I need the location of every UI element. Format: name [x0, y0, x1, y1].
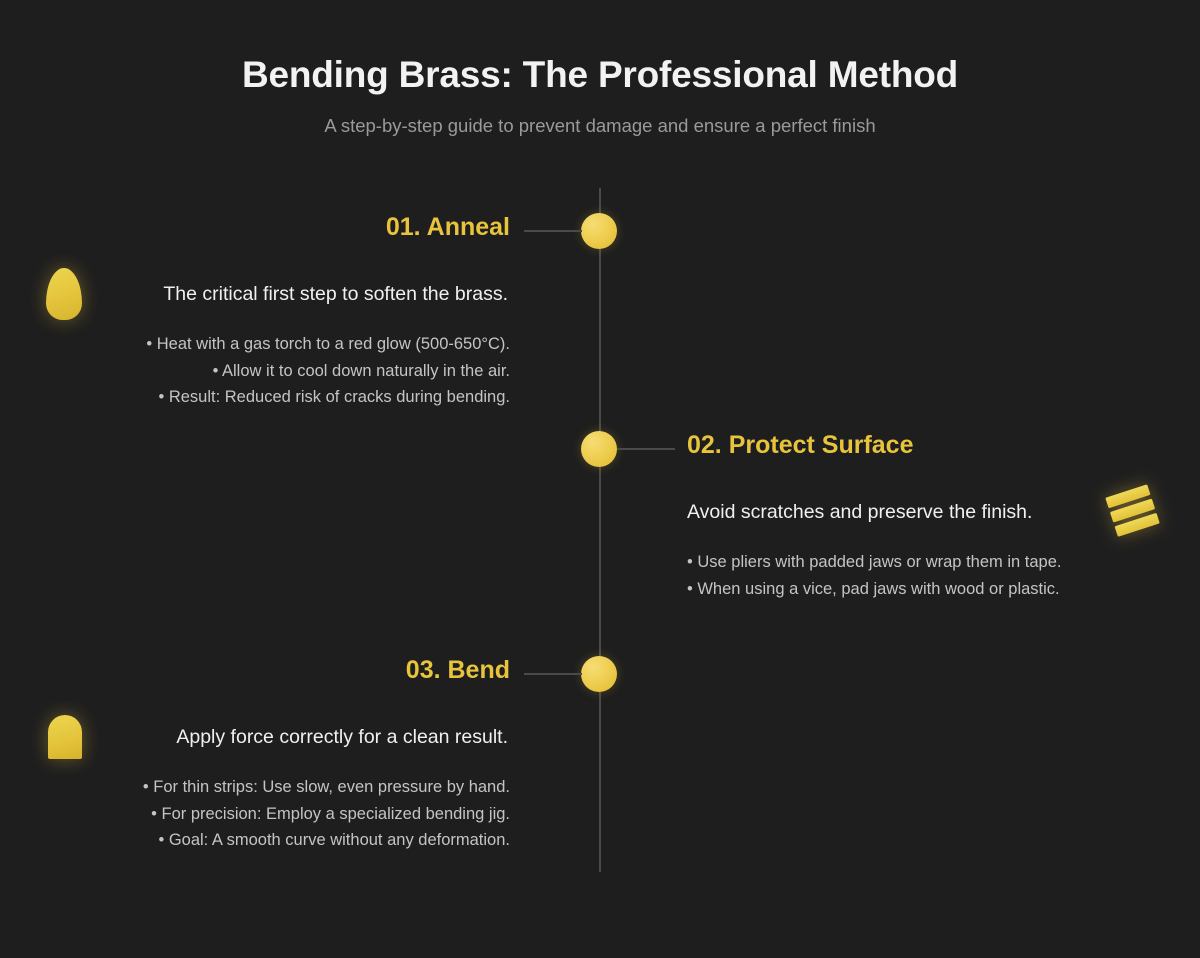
timeline-node-1 — [581, 213, 617, 249]
step-bullets-1: • Heat with a gas torch to a red glow (5… — [40, 331, 510, 411]
arch-curve-icon — [40, 709, 88, 765]
timeline-connector-2 — [617, 448, 675, 450]
step-bullet: • For precision: Employ a specialized be… — [151, 804, 510, 823]
step-bullet: • Goal: A smooth curve without any defor… — [158, 831, 510, 850]
step-bullet: • Allow it to cool down naturally in the… — [212, 361, 510, 380]
timeline-connector-3 — [524, 673, 582, 675]
page-header: Bending Brass: The Professional Method A… — [0, 52, 1200, 138]
step-bullets-3: • For thin strips: Use slow, even pressu… — [40, 774, 510, 854]
timeline-axis — [599, 188, 601, 872]
step-lead-1: The critical first step to soften the br… — [163, 282, 508, 305]
step-heading-2: 02. Protect Surface — [687, 431, 914, 459]
step-bullet: • For thin strips: Use slow, even pressu… — [142, 778, 510, 796]
step-heading-1: 01. Anneal — [385, 213, 510, 241]
step-body-3: Apply force correctly for a clean result… — [40, 706, 510, 854]
step-body-2: Avoid scratches and preserve the finish.… — [687, 481, 1160, 602]
step-body-1: The critical first step to soften the br… — [40, 263, 510, 411]
step-lead-2: Avoid scratches and preserve the finish. — [687, 500, 1033, 523]
step-lead-row-2: Avoid scratches and preserve the finish. — [687, 481, 1160, 543]
step-bullets-2: • Use pliers with padded jaws or wrap th… — [687, 549, 1157, 602]
page-subtitle: A step-by-step guide to prevent damage a… — [324, 115, 876, 137]
step-lead-3: Apply force correctly for a clean result… — [176, 725, 508, 748]
step-heading-3: 03. Bend — [405, 656, 510, 684]
step-bullet: • Use pliers with padded jaws or wrap th… — [687, 553, 1062, 571]
step-lead-row-3: Apply force correctly for a clean result… — [40, 706, 510, 768]
step-lead-row-1: The critical first step to soften the br… — [40, 263, 510, 325]
timeline-connector-1 — [524, 230, 582, 232]
page-title: Bending Brass: The Professional Method — [241, 54, 959, 95]
tape-layers-icon — [1105, 484, 1160, 540]
timeline-node-2 — [581, 431, 617, 467]
timeline-node-3 — [581, 656, 617, 692]
step-bullet: • Result: Reduced risk of cracks during … — [158, 388, 510, 407]
flame-icon — [40, 266, 88, 322]
step-bullet: • When using a vice, pad jaws with wood … — [687, 579, 1060, 598]
step-bullet: • Heat with a gas torch to a red glow (5… — [146, 335, 510, 353]
